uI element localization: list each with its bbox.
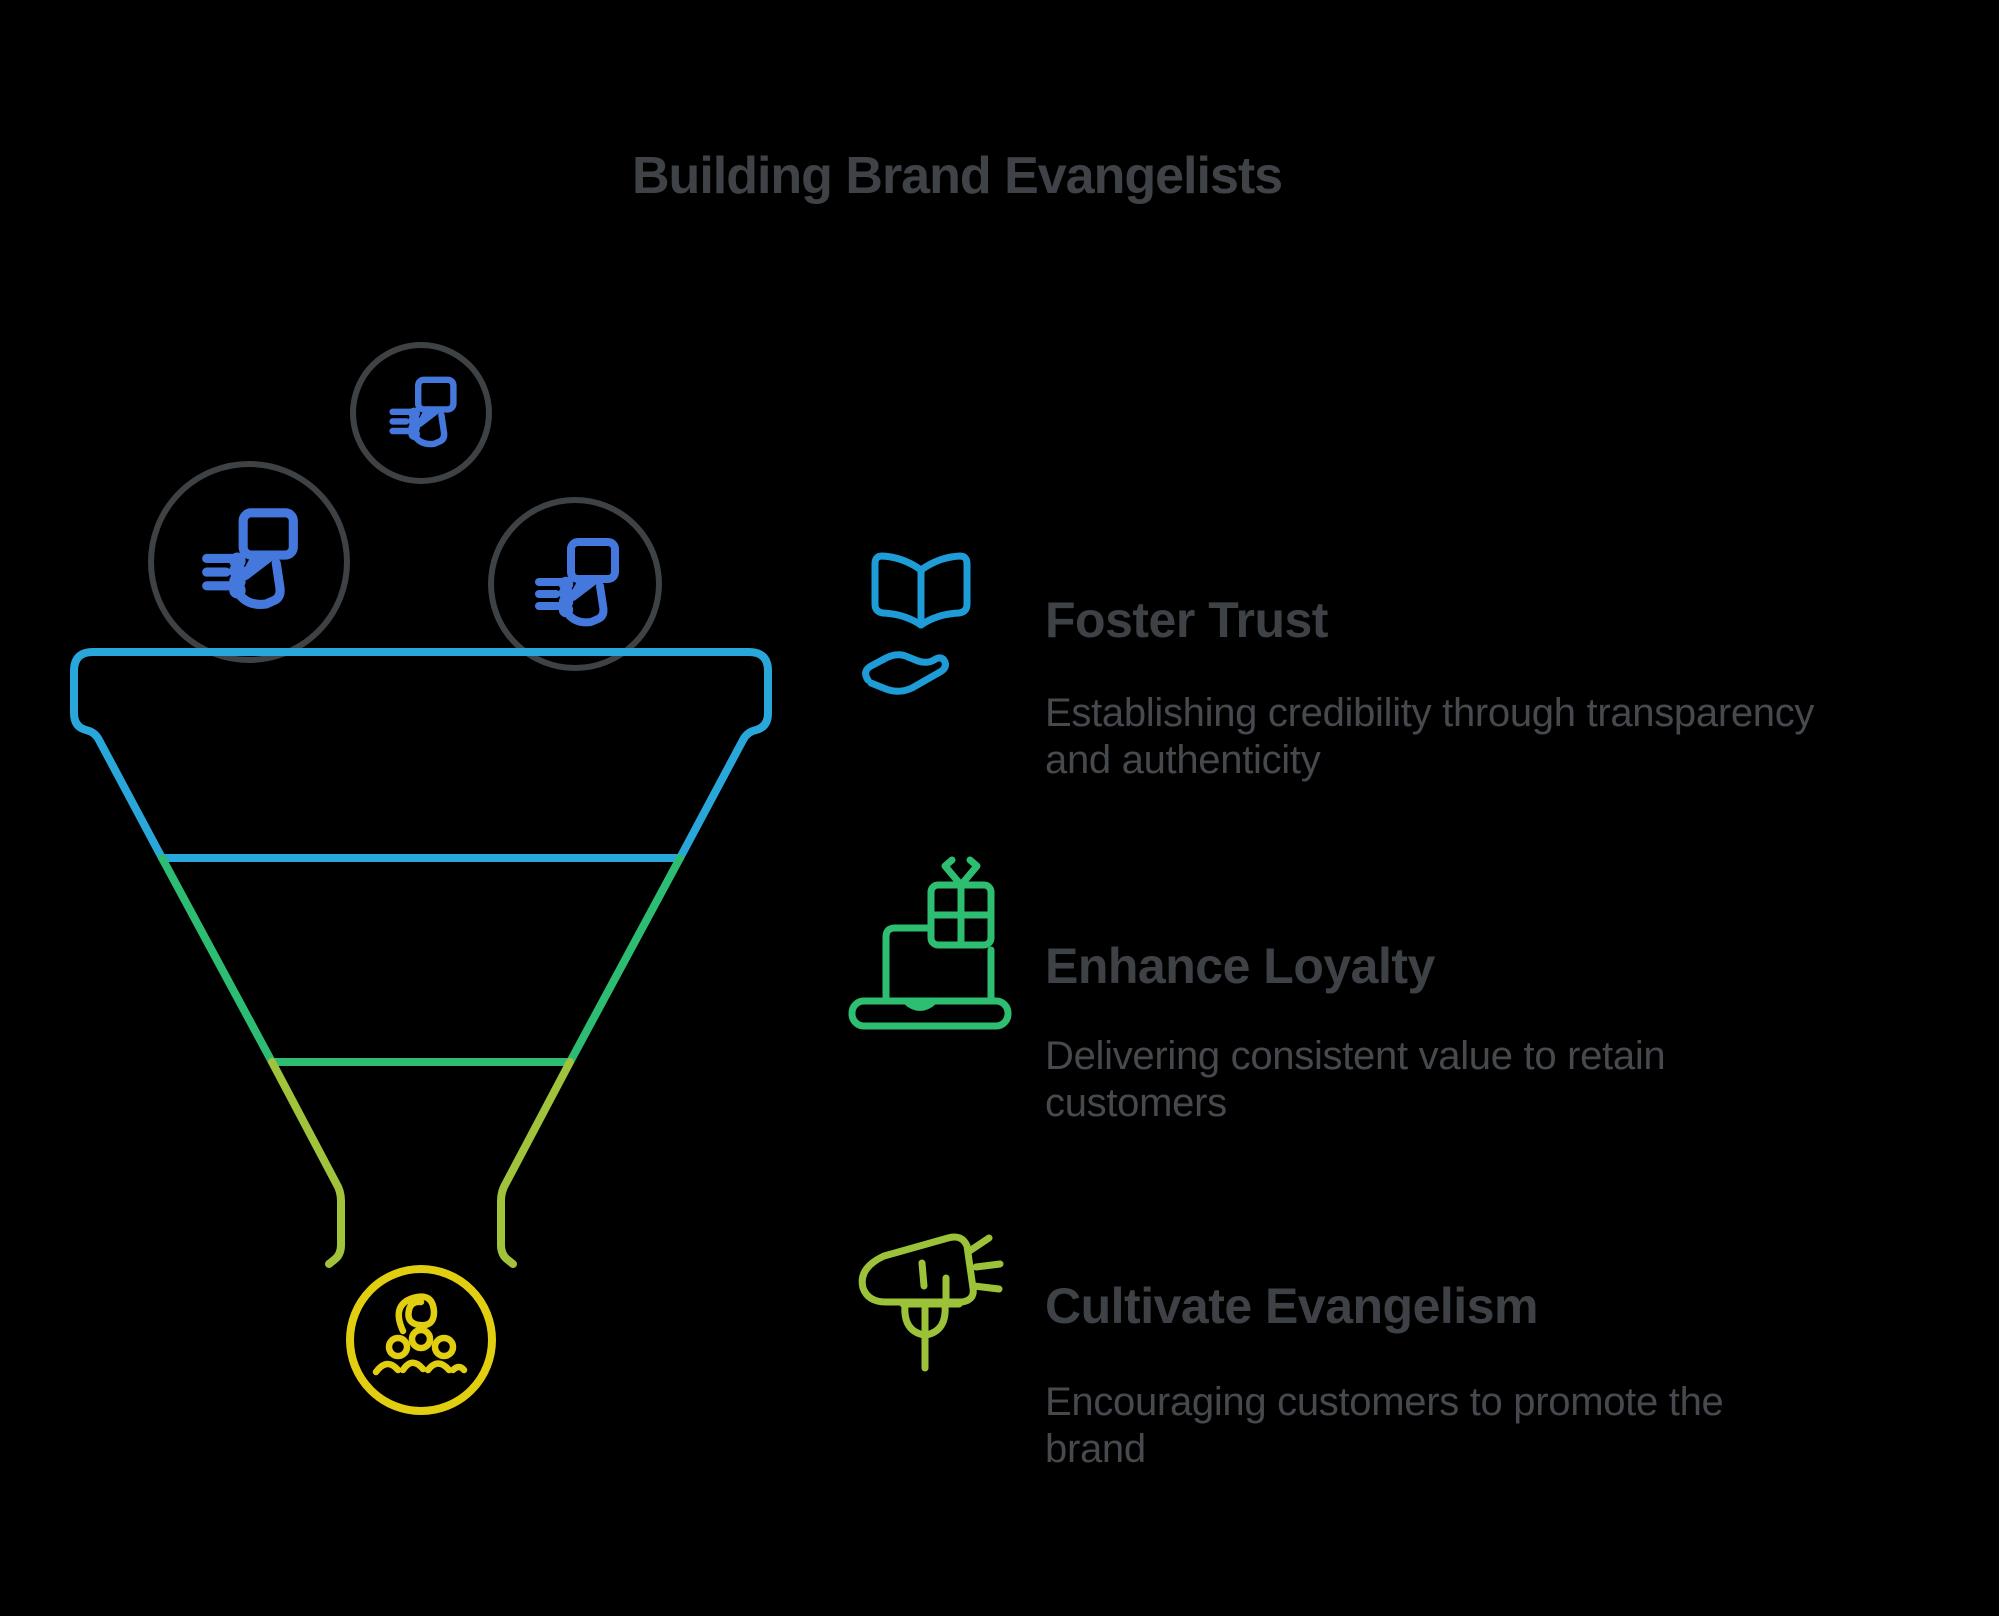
hand-speech-bubble-icon xyxy=(393,380,454,444)
section-title: Cultivate Evangelism xyxy=(1045,1278,1538,1334)
description-line: Encouraging customers to promote the xyxy=(1045,1380,1724,1424)
evangelist-output xyxy=(346,1265,496,1415)
bubble-circle-small xyxy=(350,342,492,484)
output-circle xyxy=(346,1265,496,1415)
megaphone-sprout-icon xyxy=(858,1233,1004,1372)
hand-speech-bubble-icon xyxy=(207,513,294,605)
community-swirl-icon xyxy=(372,1293,468,1376)
section-title: Enhance Loyalty xyxy=(1045,938,1435,994)
page-title: Building Brand Evangelists xyxy=(632,147,1283,205)
section-description: Delivering consistent value to retain cu… xyxy=(1045,1033,1666,1127)
funnel-stage-evangelism xyxy=(268,1058,574,1268)
funnel-stage-awareness xyxy=(70,648,772,862)
section-enhance-loyalty: Enhance Loyalty Delivering consistent va… xyxy=(1045,938,1666,1125)
hand-speech-bubble-icon xyxy=(539,542,615,622)
bubble-circle-right xyxy=(488,497,662,671)
section-foster-trust: Foster Trust Establishing credibility th… xyxy=(1045,592,1814,782)
description-line: brand xyxy=(1045,1427,1146,1471)
section-title: Foster Trust xyxy=(1045,592,1328,648)
funnel-stage-loyalty xyxy=(158,854,684,1066)
section-cultivate-evangelism: Cultivate Evangelism Encouraging custome… xyxy=(1045,1278,1724,1471)
description-line: and authenticity xyxy=(1045,738,1321,782)
description-line: Delivering consistent value to retain xyxy=(1045,1034,1666,1078)
laptop-gift-icon xyxy=(848,856,1012,1030)
word-of-mouth-circles xyxy=(148,342,662,671)
bubble-circle-left xyxy=(148,461,350,663)
section-description: Encouraging customers to promote the bra… xyxy=(1045,1379,1724,1473)
description-line: Establishing credibility through transpa… xyxy=(1045,691,1815,735)
section-description: Establishing credibility through transpa… xyxy=(1045,690,1814,784)
description-line: customers xyxy=(1045,1081,1227,1125)
open-book-hand-icon xyxy=(862,552,971,695)
